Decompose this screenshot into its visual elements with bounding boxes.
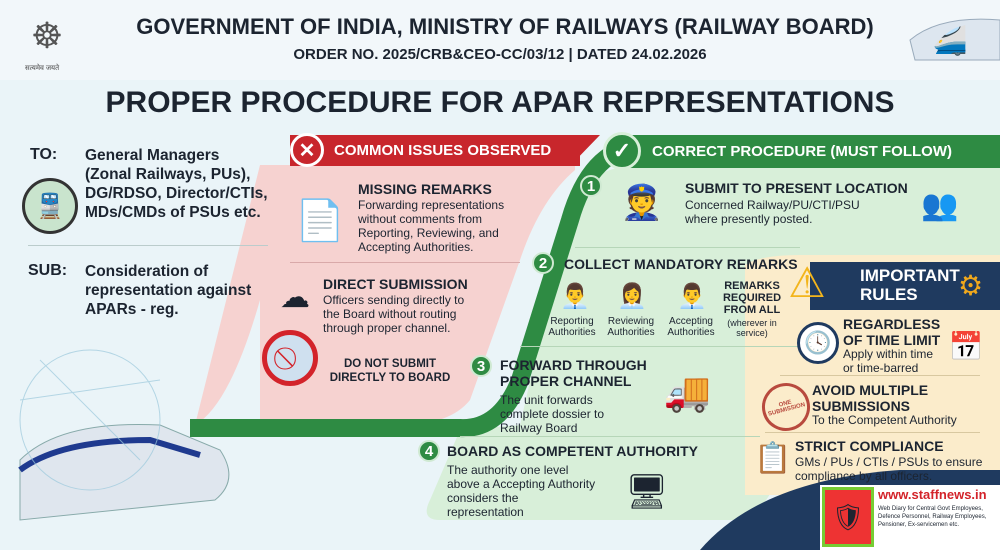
calendar-icon: 📅 [948, 330, 984, 362]
to-label: TO: [30, 146, 58, 163]
documents-icon: 📄 [295, 198, 345, 243]
step-text: The authority one level above a Acceptin… [447, 463, 596, 519]
clipboard-checklist-icon: 📋 [754, 441, 792, 475]
divider [780, 375, 980, 376]
step-title: BOARD AS COMPETENT AUTHORITY [447, 443, 698, 459]
check-icon: ✓ [603, 132, 641, 170]
reporting-officer-icon: 👨‍💼 [560, 282, 590, 310]
sub-label: SUB: [28, 262, 68, 279]
rule-text: GMs / PUs / CTIs / PSUs to ensure compli… [795, 455, 983, 483]
issue-text: Officers sending directly to the Board w… [323, 293, 465, 335]
issue-text: Forwarding representations without comme… [358, 198, 505, 254]
rule-title: STRICT COMPLIANCE [795, 438, 944, 454]
divider [765, 432, 980, 433]
x-icon: ✕ [290, 133, 324, 167]
meeting-table-icon: 👥 [921, 188, 959, 222]
header-title: GOVERNMENT OF INDIA, MINISTRY OF RAILWAY… [136, 14, 874, 39]
authority-label: Reporting Authorities [548, 316, 596, 338]
authority-label: Reviewing Authorities [607, 316, 655, 338]
step-title: COLLECT MANDATORY REMARKS [564, 256, 798, 272]
to-text: General Managers (Zonal Railways, PUs), … [85, 147, 268, 221]
railway-wheel-icon: 🚆 [22, 178, 78, 234]
order-number: ORDER NO. 2025/CRB&CEO-CC/03/12 | DATED … [293, 46, 707, 63]
rule-title: REGARDLESS OF TIME LIMIT [843, 316, 941, 348]
step-number: 1 [580, 175, 602, 197]
divider [28, 245, 268, 246]
procedure-header: CORRECT PROCEDURE (MUST FOLLOW) [652, 143, 952, 160]
step-text: Concerned Railway/PU/CTI/PSU where prese… [685, 198, 860, 226]
delivery-truck-icon: 🚚 [663, 371, 712, 414]
train-icon: 🚄 [932, 24, 968, 56]
national-emblem-icon: ☸ [30, 15, 64, 56]
issues-header: COMMON ISSUES OBSERVED [334, 142, 552, 159]
step-text: The unit forwards complete dossier to Ra… [500, 393, 605, 435]
issue-title: DIRECT SUBMISSION [323, 276, 468, 292]
rules-header: IMPORTANT RULES [860, 266, 960, 304]
prohibited-icon: ⃠ [262, 330, 318, 386]
gears-icon: ⚙ [957, 269, 984, 301]
clock-icon: 🕓 [797, 322, 839, 364]
staffnews-logo: 🛡 [822, 487, 874, 547]
officer-document-icon: 👮 [620, 184, 664, 222]
authority-label: Accepting Authorities [667, 316, 715, 338]
rule-text: Apply within time or time-barred [843, 347, 934, 375]
cloud-mail-icon: ☁ [280, 281, 310, 314]
remarks-sub: (wherever in service) [727, 318, 777, 338]
divider [575, 247, 800, 248]
divider [460, 436, 760, 437]
rule-text: To the Competent Authority [812, 413, 957, 427]
issue-title: MISSING REMARKS [358, 181, 492, 197]
step-title: SUBMIT TO PRESENT LOCATION [685, 180, 908, 196]
sub-text: Consideration of representation against … [85, 263, 252, 318]
warning-icon: ⚠ [788, 258, 826, 306]
divider [520, 346, 810, 347]
remarks-note: REMARKS REQUIRED FROM ALL [722, 280, 782, 316]
step-number: 4 [418, 440, 440, 462]
staffnews-watermark: 🛡 www.staffnews.in Web Diary for Central… [820, 485, 1000, 550]
main-title: PROPER PROCEDURE FOR APAR REPRESENTATION… [105, 86, 895, 119]
staffnews-url: www.staffnews.in [878, 487, 987, 502]
step-number: 3 [470, 355, 492, 377]
video-conference-icon: 🖥 [625, 473, 669, 511]
warning-text: DO NOT SUBMIT DIRECTLY TO BOARD [329, 358, 451, 384]
emblem-motto: सत्यमेव जयते [25, 65, 60, 72]
step-number: 2 [532, 252, 554, 274]
reviewing-officer-icon: 👩‍💼 [617, 282, 647, 310]
divider [290, 262, 520, 263]
step-title: FORWARD THROUGH PROPER CHANNEL [500, 357, 647, 389]
rule-title: AVOID MULTIPLE SUBMISSIONS [812, 382, 929, 414]
staffnews-tagline: Web Diary for Central Govt Employees, De… [878, 506, 987, 528]
accepting-officer-icon: 👨‍💼 [677, 282, 707, 310]
